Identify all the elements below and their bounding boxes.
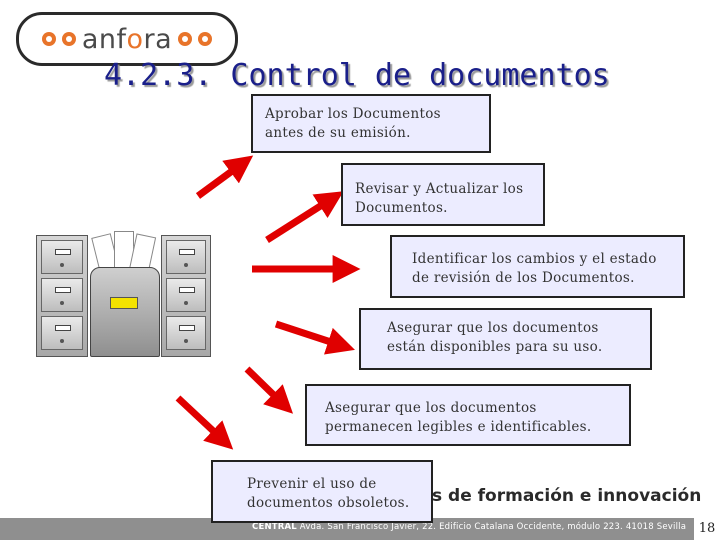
step-box-3: Identificar los cambios y el estado de r… — [390, 235, 685, 298]
step-box-6: Prevenir el uso de documentos obsoletos. — [211, 460, 433, 523]
arrow-5 — [244, 366, 294, 414]
arrow-2 — [265, 191, 344, 243]
filing-cabinet-right — [161, 235, 211, 357]
step-box-2: Revisar y Actualizar los Documentos. — [341, 163, 545, 226]
anfora-logo: anfora — [16, 12, 238, 66]
step-box-5: Asegurar que los documentos permanecen l… — [305, 384, 631, 446]
logo-ring-icon — [61, 32, 76, 46]
open-filing-cabinet — [90, 231, 160, 357]
step-box-4: Asegurar que los documentos están dispon… — [359, 308, 652, 370]
logo-ring-icon — [41, 32, 56, 46]
drawer-label — [110, 297, 138, 309]
logo-ring-icon — [178, 32, 193, 46]
step-box-1: Aprobar los Documentos antes de su emisi… — [251, 94, 491, 153]
arrow-6 — [175, 395, 234, 450]
page-number: 18 — [694, 518, 720, 540]
logo-ring-icon — [198, 32, 213, 46]
footer-bar: CENTRAL Avda. San Francisco Javier, 22. … — [0, 518, 720, 540]
arrow-1 — [195, 155, 254, 199]
footer-tagline: s de formación e innovación — [432, 486, 702, 506]
logo-wordmark: anfora — [81, 23, 173, 55]
filing-cabinet-left — [36, 235, 88, 357]
slide-title: 4.2.3. Control de documentos — [104, 58, 610, 93]
arrow-4 — [274, 320, 355, 355]
footer-address: CENTRAL Avda. San Francisco Javier, 22. … — [252, 522, 687, 532]
